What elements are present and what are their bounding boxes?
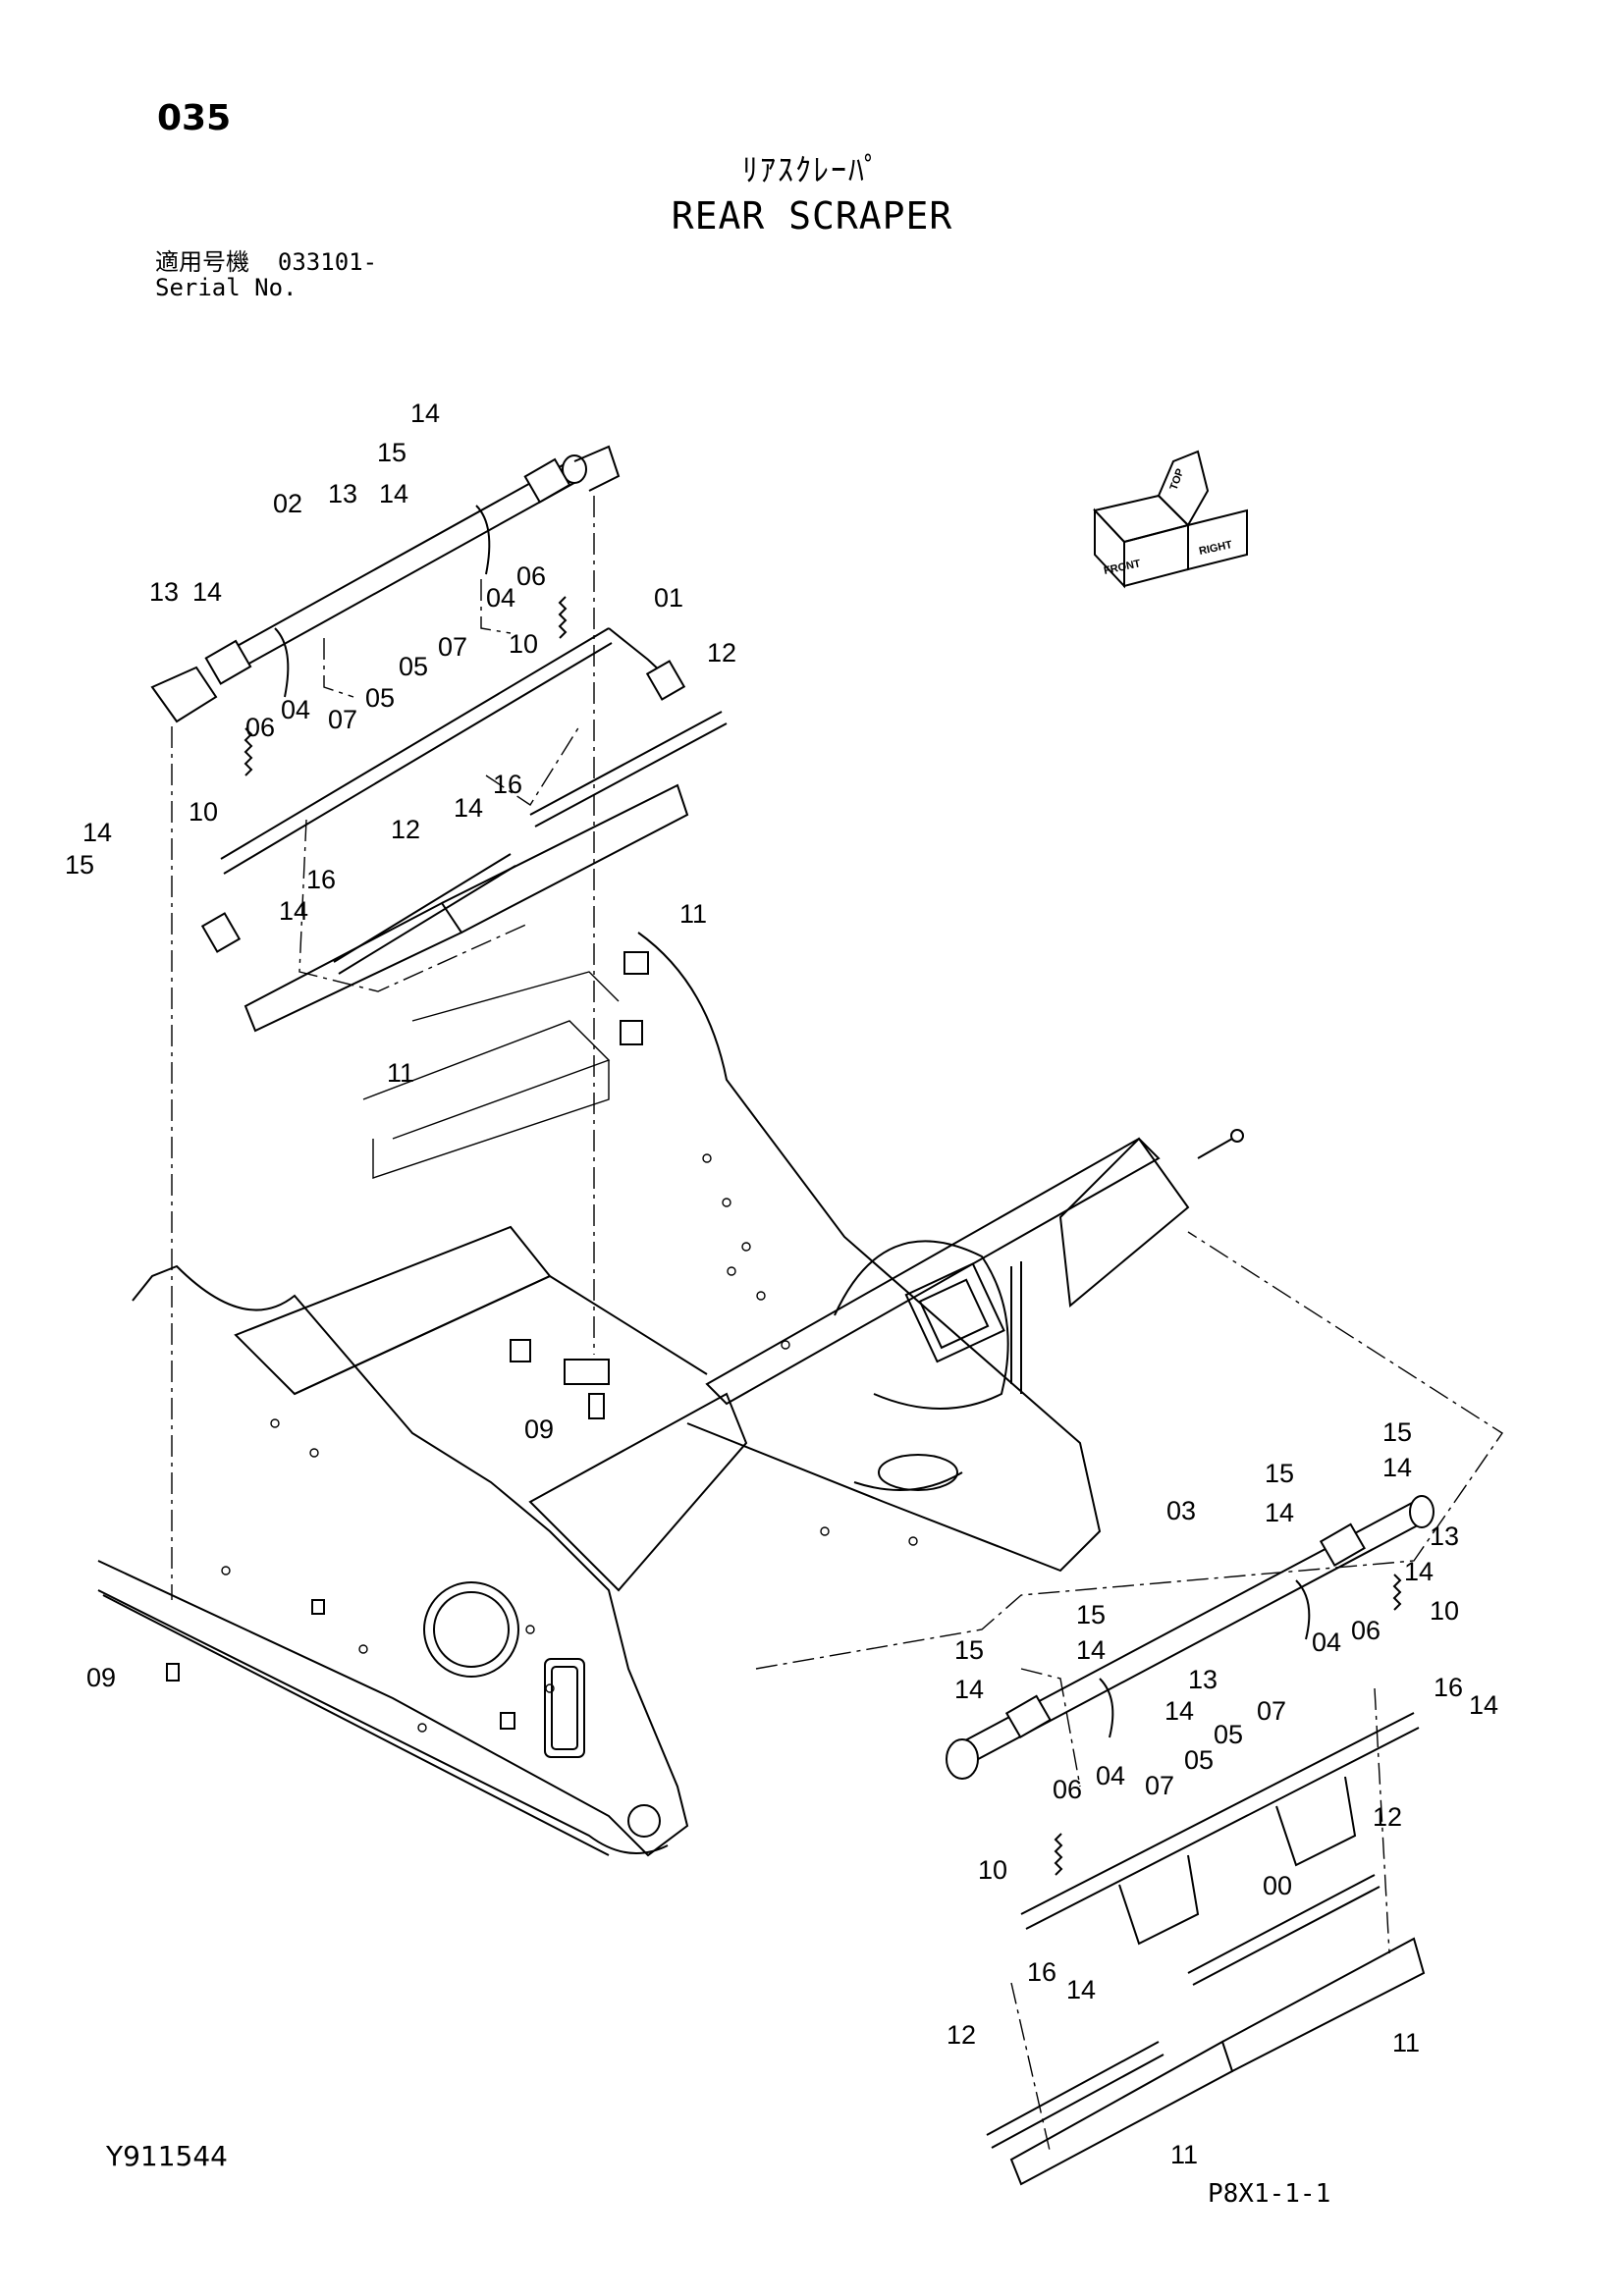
callout-16: 16 bbox=[493, 770, 522, 799]
part-callouts: 14 15 13 14 02 06 04 13 14 01 05 07 10 1… bbox=[65, 399, 1498, 2169]
callout-13: 13 bbox=[1188, 1665, 1218, 1694]
callout-14: 14 bbox=[1066, 1975, 1096, 2004]
badge-top-label: TOP bbox=[1168, 467, 1187, 492]
callout-15: 15 bbox=[954, 1635, 984, 1665]
callout-11: 11 bbox=[1392, 2028, 1420, 2057]
lower-scraper-assembly bbox=[755, 1231, 1503, 2186]
callout-10: 10 bbox=[978, 1855, 1007, 1885]
serial-label-en: Serial No. bbox=[155, 274, 298, 301]
callout-12: 12 bbox=[707, 638, 736, 667]
callout-16: 16 bbox=[1027, 1957, 1056, 1987]
callout-04: 04 bbox=[1096, 1761, 1125, 1790]
callout-01: 01 bbox=[654, 583, 683, 613]
callout-16: 16 bbox=[306, 865, 336, 894]
frame-assembly bbox=[97, 932, 1244, 1857]
callout-14: 14 bbox=[454, 793, 483, 823]
callout-14: 14 bbox=[1404, 1557, 1434, 1586]
callout-03: 03 bbox=[1166, 1496, 1196, 1525]
callout-16: 16 bbox=[1434, 1673, 1463, 1702]
callout-14: 14 bbox=[1265, 1498, 1294, 1527]
badge-right-label: RIGHT bbox=[1198, 539, 1233, 558]
page-number: 035 bbox=[157, 98, 232, 138]
callout-14: 14 bbox=[1164, 1696, 1194, 1726]
callout-15: 15 bbox=[1265, 1459, 1294, 1488]
title-japanese: ﾘｱｽｸﾚｰﾊﾟ bbox=[741, 151, 882, 188]
callout-14: 14 bbox=[1076, 1635, 1106, 1665]
callout-13: 13 bbox=[328, 479, 357, 508]
callout-12: 12 bbox=[391, 815, 420, 844]
orientation-badge: FRONT RIGHT TOP bbox=[1093, 450, 1248, 589]
upper-scraper-assembly bbox=[150, 445, 728, 1682]
callout-10: 10 bbox=[189, 797, 218, 827]
callout-14: 14 bbox=[82, 818, 112, 847]
callout-11: 11 bbox=[679, 899, 707, 929]
callout-07: 07 bbox=[1257, 1696, 1286, 1726]
callout-07: 07 bbox=[1145, 1771, 1174, 1800]
callout-05: 05 bbox=[1214, 1720, 1243, 1749]
document-code: Y911544 bbox=[106, 2140, 228, 2172]
callout-06: 06 bbox=[245, 713, 275, 742]
serial-number-block: 適用号機 033101- Serial No. bbox=[155, 249, 377, 300]
callout-14: 14 bbox=[954, 1675, 984, 1704]
callout-02: 02 bbox=[273, 489, 302, 518]
callout-14: 14 bbox=[1382, 1453, 1412, 1482]
callout-04: 04 bbox=[281, 695, 310, 724]
badge-front-label: FRONT bbox=[1103, 558, 1142, 577]
callout-11: 11 bbox=[1170, 2140, 1198, 2169]
callout-14: 14 bbox=[279, 896, 308, 926]
callout-06: 06 bbox=[1053, 1775, 1082, 1804]
callout-12: 12 bbox=[1373, 1802, 1402, 1832]
callout-09: 09 bbox=[524, 1415, 554, 1444]
callout-04: 04 bbox=[486, 583, 515, 613]
callout-14: 14 bbox=[410, 399, 440, 428]
page-title: REAR SCRAPER bbox=[671, 194, 953, 238]
callout-15: 15 bbox=[65, 850, 94, 880]
callout-05: 05 bbox=[399, 652, 428, 681]
callout-06: 06 bbox=[516, 561, 546, 591]
callout-10: 10 bbox=[509, 629, 538, 659]
callout-06: 06 bbox=[1351, 1616, 1380, 1645]
callout-07: 07 bbox=[328, 705, 357, 734]
callout-09: 09 bbox=[86, 1663, 116, 1692]
callout-00: 00 bbox=[1263, 1871, 1292, 1900]
callout-15: 15 bbox=[1382, 1417, 1412, 1447]
callout-15: 15 bbox=[1076, 1600, 1106, 1629]
callout-10: 10 bbox=[1430, 1596, 1459, 1626]
callout-14: 14 bbox=[1469, 1690, 1498, 1720]
callout-11: 11 bbox=[387, 1058, 414, 1088]
callout-07: 07 bbox=[438, 632, 467, 662]
callout-13: 13 bbox=[149, 577, 179, 607]
callout-13: 13 bbox=[1430, 1522, 1459, 1551]
callout-05: 05 bbox=[365, 683, 395, 713]
callout-14: 14 bbox=[379, 479, 408, 508]
callout-15: 15 bbox=[377, 438, 406, 467]
callout-12: 12 bbox=[947, 2020, 976, 2050]
callout-14: 14 bbox=[192, 577, 222, 607]
serial-value: 033101- bbox=[277, 248, 378, 276]
page-reference: P8X1-1-1 bbox=[1208, 2179, 1331, 2209]
callout-04: 04 bbox=[1312, 1628, 1341, 1657]
callout-05: 05 bbox=[1184, 1745, 1214, 1775]
serial-label-jp: 適用号機 bbox=[155, 248, 249, 276]
